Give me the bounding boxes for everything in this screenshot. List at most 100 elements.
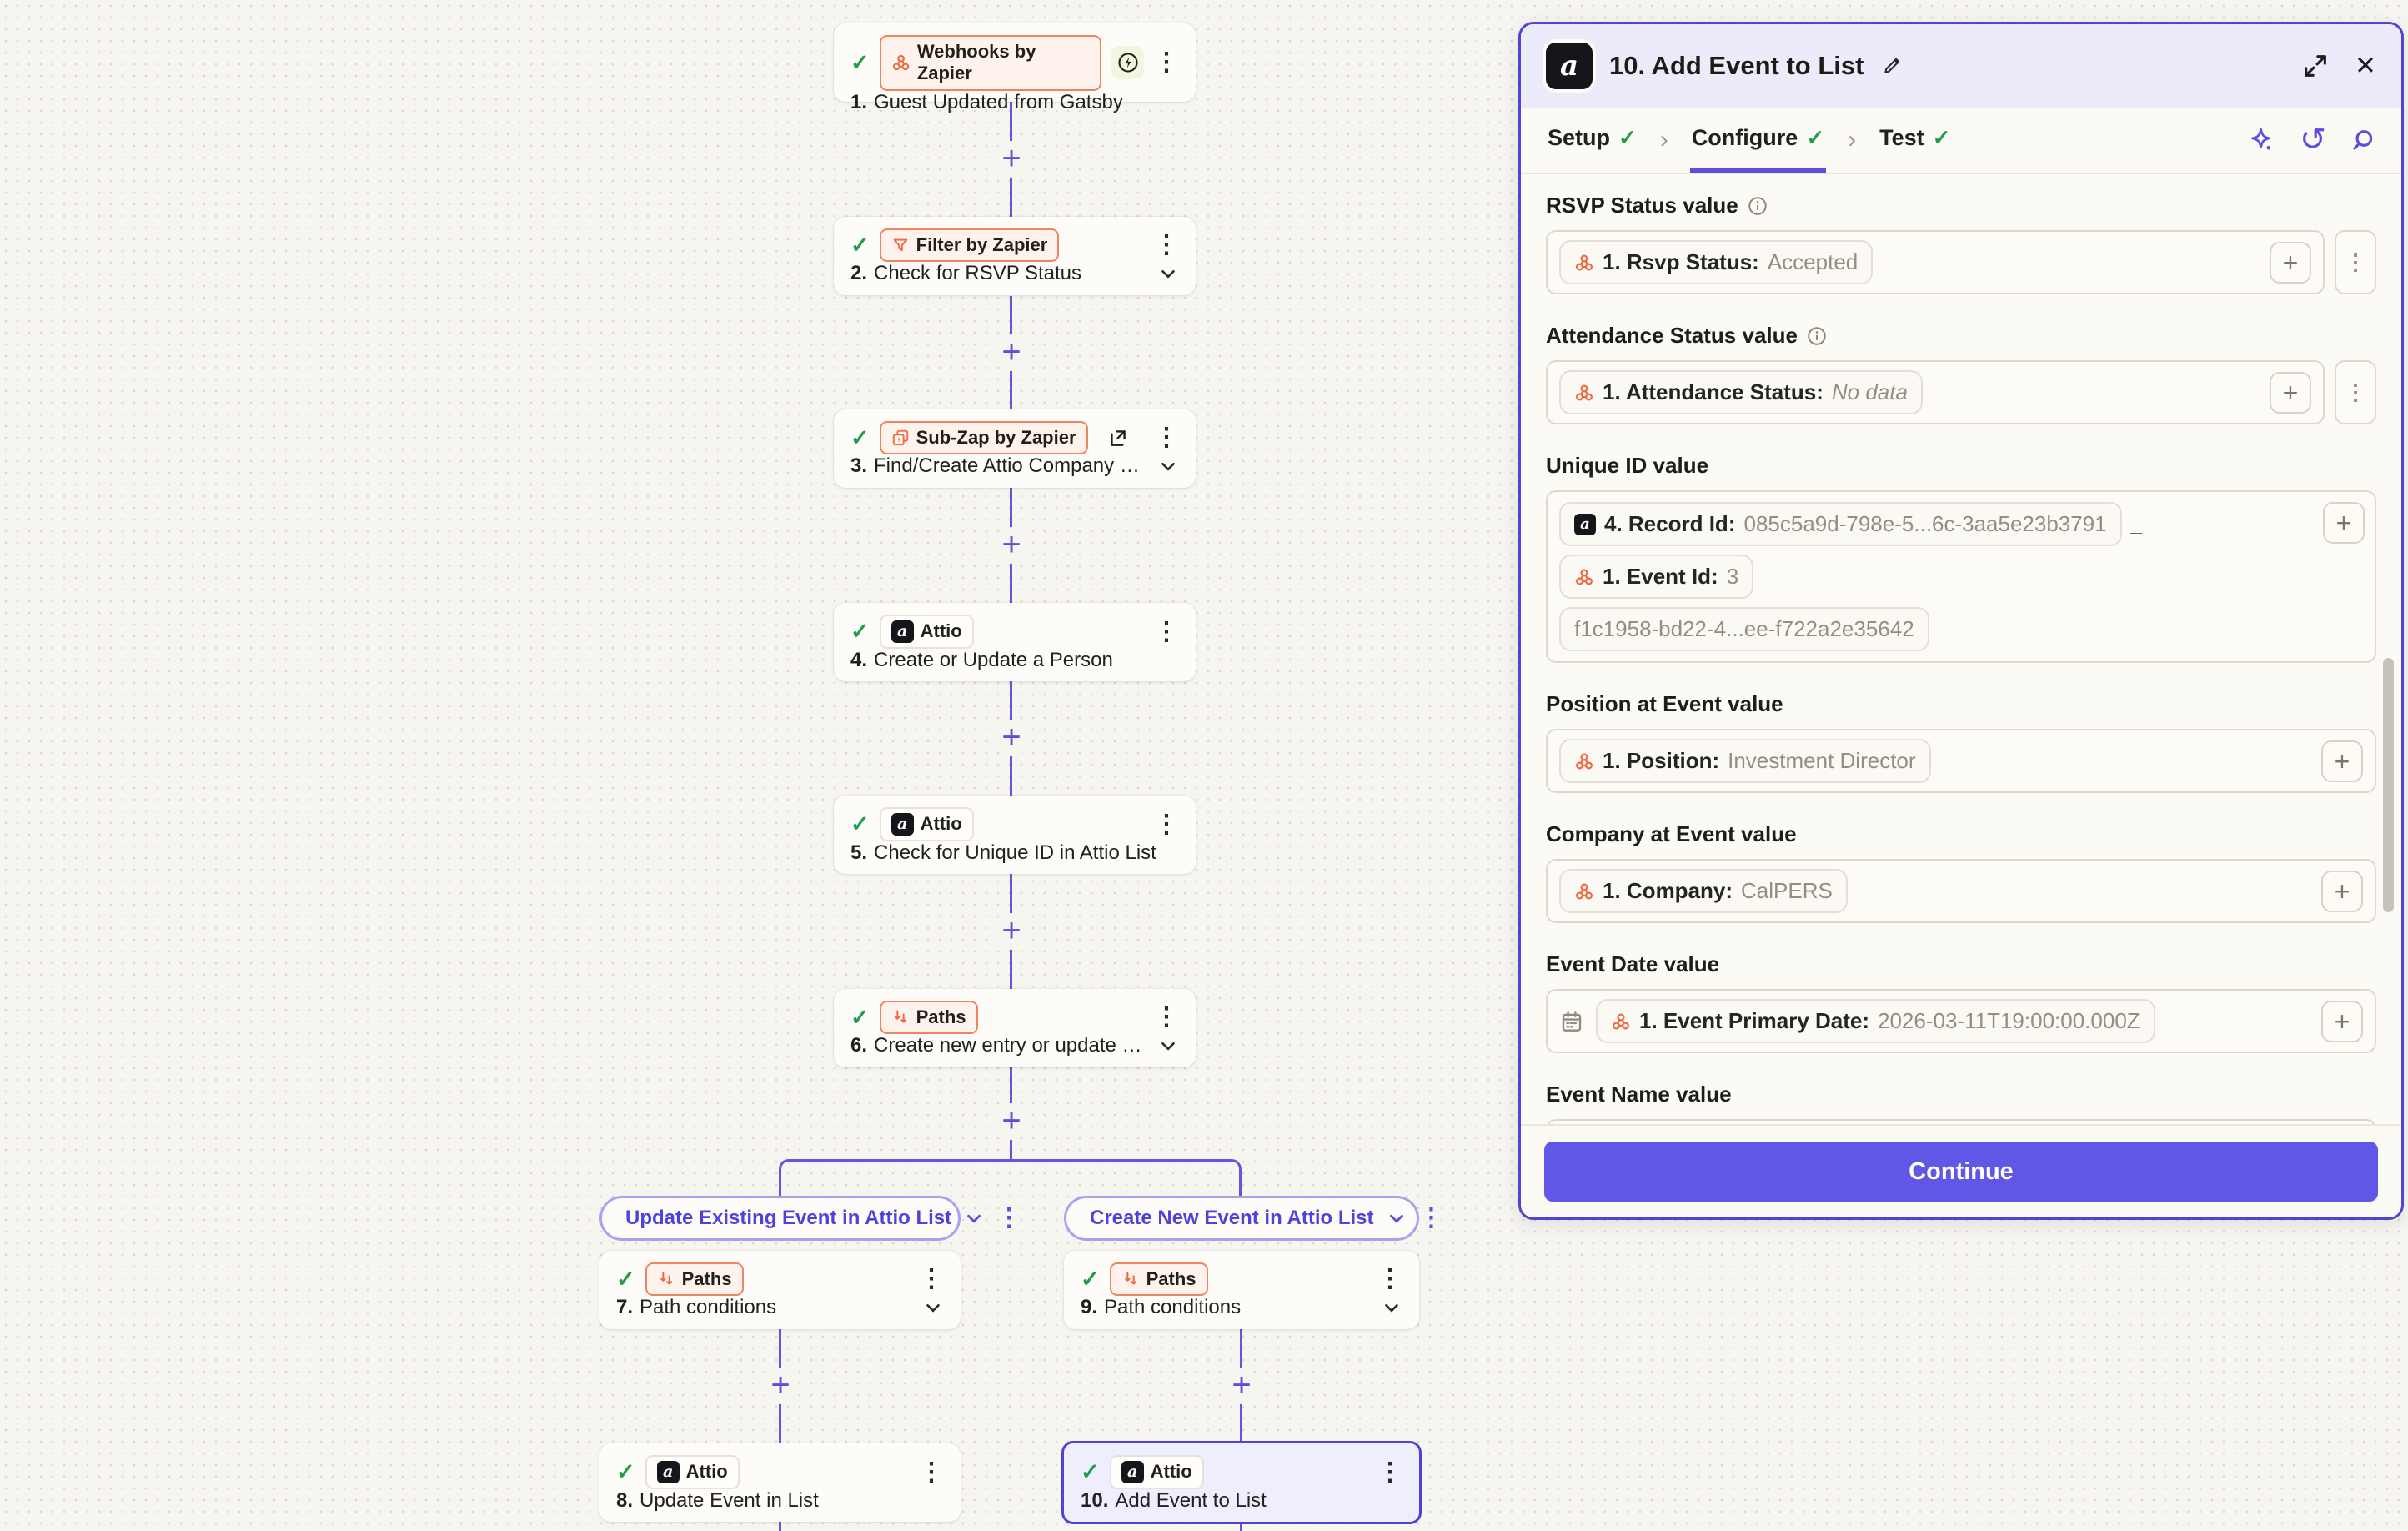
attio-icon: a <box>1121 1461 1144 1483</box>
subzap-icon <box>892 430 908 446</box>
mapped-field-chip[interactable]: 1. Attendance Status: No data <box>1559 370 1923 414</box>
chevron-down-icon[interactable] <box>1157 455 1179 477</box>
workflow-step-2[interactable]: ✓ Filter by Zapier ⋮ 2. Check for RSVP S… <box>834 217 1196 295</box>
step-title: Create new entry or update one? <box>874 1034 1151 1057</box>
insert-data-button[interactable]: + <box>2270 371 2311 414</box>
step-menu-icon[interactable]: ⋮ <box>1154 48 1179 77</box>
chevron-down-icon[interactable] <box>1381 1297 1402 1318</box>
app-pill-attio[interactable]: a Attio <box>645 1455 740 1489</box>
mapped-field-chip-continued[interactable]: f1c1958-bd22-4...ee-f722a2e35642 <box>1559 607 1929 651</box>
fullscreen-icon[interactable] <box>2301 52 2330 80</box>
success-check-icon: ✓ <box>616 1266 635 1292</box>
branch-menu-icon[interactable]: ⋮ <box>1418 1204 1444 1232</box>
app-pill-attio[interactable]: a Attio <box>1109 1455 1204 1489</box>
add-step-button[interactable]: + <box>993 334 1030 371</box>
panel-footer: Continue <box>1521 1124 2401 1217</box>
search-icon[interactable] <box>2350 127 2376 153</box>
step-number: 8. <box>616 1489 634 1512</box>
tab-configure[interactable]: Configure✓ <box>1689 108 1827 173</box>
branch-menu-icon[interactable]: ⋮ <box>996 1204 1022 1232</box>
insert-data-button[interactable]: + <box>2321 870 2363 912</box>
ai-sparkle-icon[interactable] <box>2248 126 2276 154</box>
step-menu-icon[interactable]: ⋮ <box>1154 231 1179 259</box>
field-menu-icon[interactable]: ⋮ <box>2335 230 2376 294</box>
tab-setup[interactable]: Setup✓ <box>1548 124 1637 150</box>
add-step-button[interactable]: + <box>993 527 1030 564</box>
field-row-rsvp: 1. Rsvp Status: Accepted + ⋮ <box>1546 230 2376 294</box>
rsvp-status-input[interactable]: 1. Rsvp Status: Accepted + <box>1546 230 2325 294</box>
step-menu-icon[interactable]: ⋮ <box>1154 424 1179 452</box>
panel-scrollbar[interactable] <box>2383 658 2394 912</box>
event-date-input[interactable]: 1. Event Primary Date: 2026-03-11T19:00:… <box>1546 989 2376 1053</box>
continue-button[interactable]: Continue <box>1544 1142 2378 1202</box>
chevron-down-icon[interactable] <box>1157 1035 1179 1057</box>
step-menu-icon[interactable]: ⋮ <box>1154 810 1179 838</box>
app-pill-paths[interactable]: Paths <box>879 1001 978 1035</box>
insert-data-button[interactable]: + <box>2323 502 2365 544</box>
workflow-step-6[interactable]: ✓ Paths ⋮ 6. Create new entry or update … <box>834 989 1196 1067</box>
workflow-step-4[interactable]: ✓ a Attio ⋮ 4. Create or Update a Person <box>834 603 1196 681</box>
app-pill-webhooks[interactable]: Webhooks by Zapier <box>879 35 1102 91</box>
add-step-button[interactable]: + <box>1223 1368 1260 1404</box>
add-step-button[interactable]: + <box>993 1103 1030 1140</box>
chevron-down-icon[interactable] <box>963 1207 985 1229</box>
company-input[interactable]: 1. Company: CalPERS + <box>1546 859 2376 923</box>
step-number: 5. <box>850 841 868 864</box>
workflow-step-3[interactable]: ✓ Sub-Zap by Zapier ⋮ 3. Find/Create Att… <box>834 409 1196 488</box>
step-menu-icon[interactable]: ⋮ <box>919 1265 944 1293</box>
mapped-field-chip[interactable]: 1. Position: Investment Director <box>1559 739 1931 783</box>
chevron-down-icon[interactable] <box>1386 1207 1407 1229</box>
unique-id-input[interactable]: a 4. Record Id: 085c5a9d-798e-5...6c-3aa… <box>1546 490 2376 663</box>
add-step-button[interactable]: + <box>993 141 1030 178</box>
step-menu-icon[interactable]: ⋮ <box>1154 1003 1179 1032</box>
step-menu-icon[interactable]: ⋮ <box>1154 617 1179 645</box>
field-row-company: 1. Company: CalPERS + <box>1546 859 2376 923</box>
insert-data-button[interactable]: + <box>2321 740 2363 782</box>
mapped-field-chip[interactable]: 1. Company: CalPERS <box>1559 869 1848 913</box>
mapped-field-chip[interactable]: 1. Event Id: 3 <box>1559 555 1754 599</box>
workflow-step-1[interactable]: ✓ Webhooks by Zapier ⋮ 1. Guest Updated … <box>834 23 1196 113</box>
branch-label-create-new[interactable]: Create New Event in Attio List ⋮ <box>1064 1196 1444 1241</box>
workflow-step-5[interactable]: ✓ a Attio ⋮ 5. Check for Unique ID in At… <box>834 796 1196 874</box>
workflow-step-10[interactable]: ✓ a Attio ⋮ 10. Add Event to List <box>1061 1441 1422 1524</box>
position-input[interactable]: 1. Position: Investment Director + <box>1546 729 2376 793</box>
undo-icon[interactable]: ↺ <box>2300 123 2326 158</box>
step-menu-icon[interactable]: ⋮ <box>1377 1265 1402 1293</box>
attendance-status-input[interactable]: 1. Attendance Status: No data + <box>1546 360 2325 424</box>
add-step-button[interactable]: + <box>993 720 1030 756</box>
branch-label-update-existing[interactable]: Update Existing Event in Attio List ⋮ <box>599 1196 1021 1241</box>
field-menu-icon[interactable]: ⋮ <box>2335 360 2376 424</box>
workflow-step-8[interactable]: ✓ a Attio ⋮ 8. Update Event in List <box>599 1443 961 1522</box>
open-subzap-icon[interactable] <box>1107 427 1129 449</box>
chevron-down-icon[interactable] <box>922 1297 944 1318</box>
success-check-icon: ✓ <box>850 619 870 644</box>
close-icon[interactable]: ✕ <box>2355 51 2376 80</box>
field-label-company: Company at Event value <box>1546 821 1797 846</box>
app-pill-subzap[interactable]: Sub-Zap by Zapier <box>879 421 1088 455</box>
step-menu-icon[interactable]: ⋮ <box>919 1458 944 1486</box>
app-pill-attio[interactable]: a Attio <box>879 807 974 841</box>
success-check-icon: ✓ <box>616 1459 635 1484</box>
app-pill-filter[interactable]: Filter by Zapier <box>879 228 1060 263</box>
mapped-field-chip[interactable]: 1. Rsvp Status: Accepted <box>1559 240 1874 284</box>
insert-data-button[interactable]: + <box>2270 241 2311 284</box>
app-pill-attio[interactable]: a Attio <box>879 615 974 649</box>
edit-title-icon[interactable] <box>1880 54 1904 78</box>
chevron-down-icon[interactable] <box>1157 263 1179 284</box>
workflow-step-9[interactable]: ✓ Paths ⋮ 9. Path conditions <box>1064 1251 1419 1329</box>
step-number: 7. <box>616 1296 634 1319</box>
insert-data-button[interactable]: + <box>2321 1000 2363 1042</box>
app-pill-paths[interactable]: Paths <box>645 1262 744 1297</box>
workflow-step-7[interactable]: ✓ Paths ⋮ 7. Path conditions <box>599 1251 961 1329</box>
step-menu-icon[interactable]: ⋮ <box>1377 1458 1402 1486</box>
tab-test[interactable]: Test✓ <box>1879 124 1951 150</box>
app-pill-paths[interactable]: Paths <box>1109 1262 1208 1297</box>
add-step-button[interactable]: + <box>762 1368 799 1404</box>
mapped-field-chip[interactable]: a 4. Record Id: 085c5a9d-798e-5...6c-3aa… <box>1559 502 2122 546</box>
success-check-icon: ✓ <box>1081 1266 1100 1292</box>
mapped-field-chip[interactable]: 1. Event Primary Date: 2026-03-11T19:00:… <box>1596 999 2155 1043</box>
info-icon[interactable] <box>1747 195 1768 217</box>
tab-check-icon: ✓ <box>1932 124 1951 150</box>
add-step-button[interactable]: + <box>993 913 1030 950</box>
info-icon[interactable] <box>1806 325 1828 347</box>
